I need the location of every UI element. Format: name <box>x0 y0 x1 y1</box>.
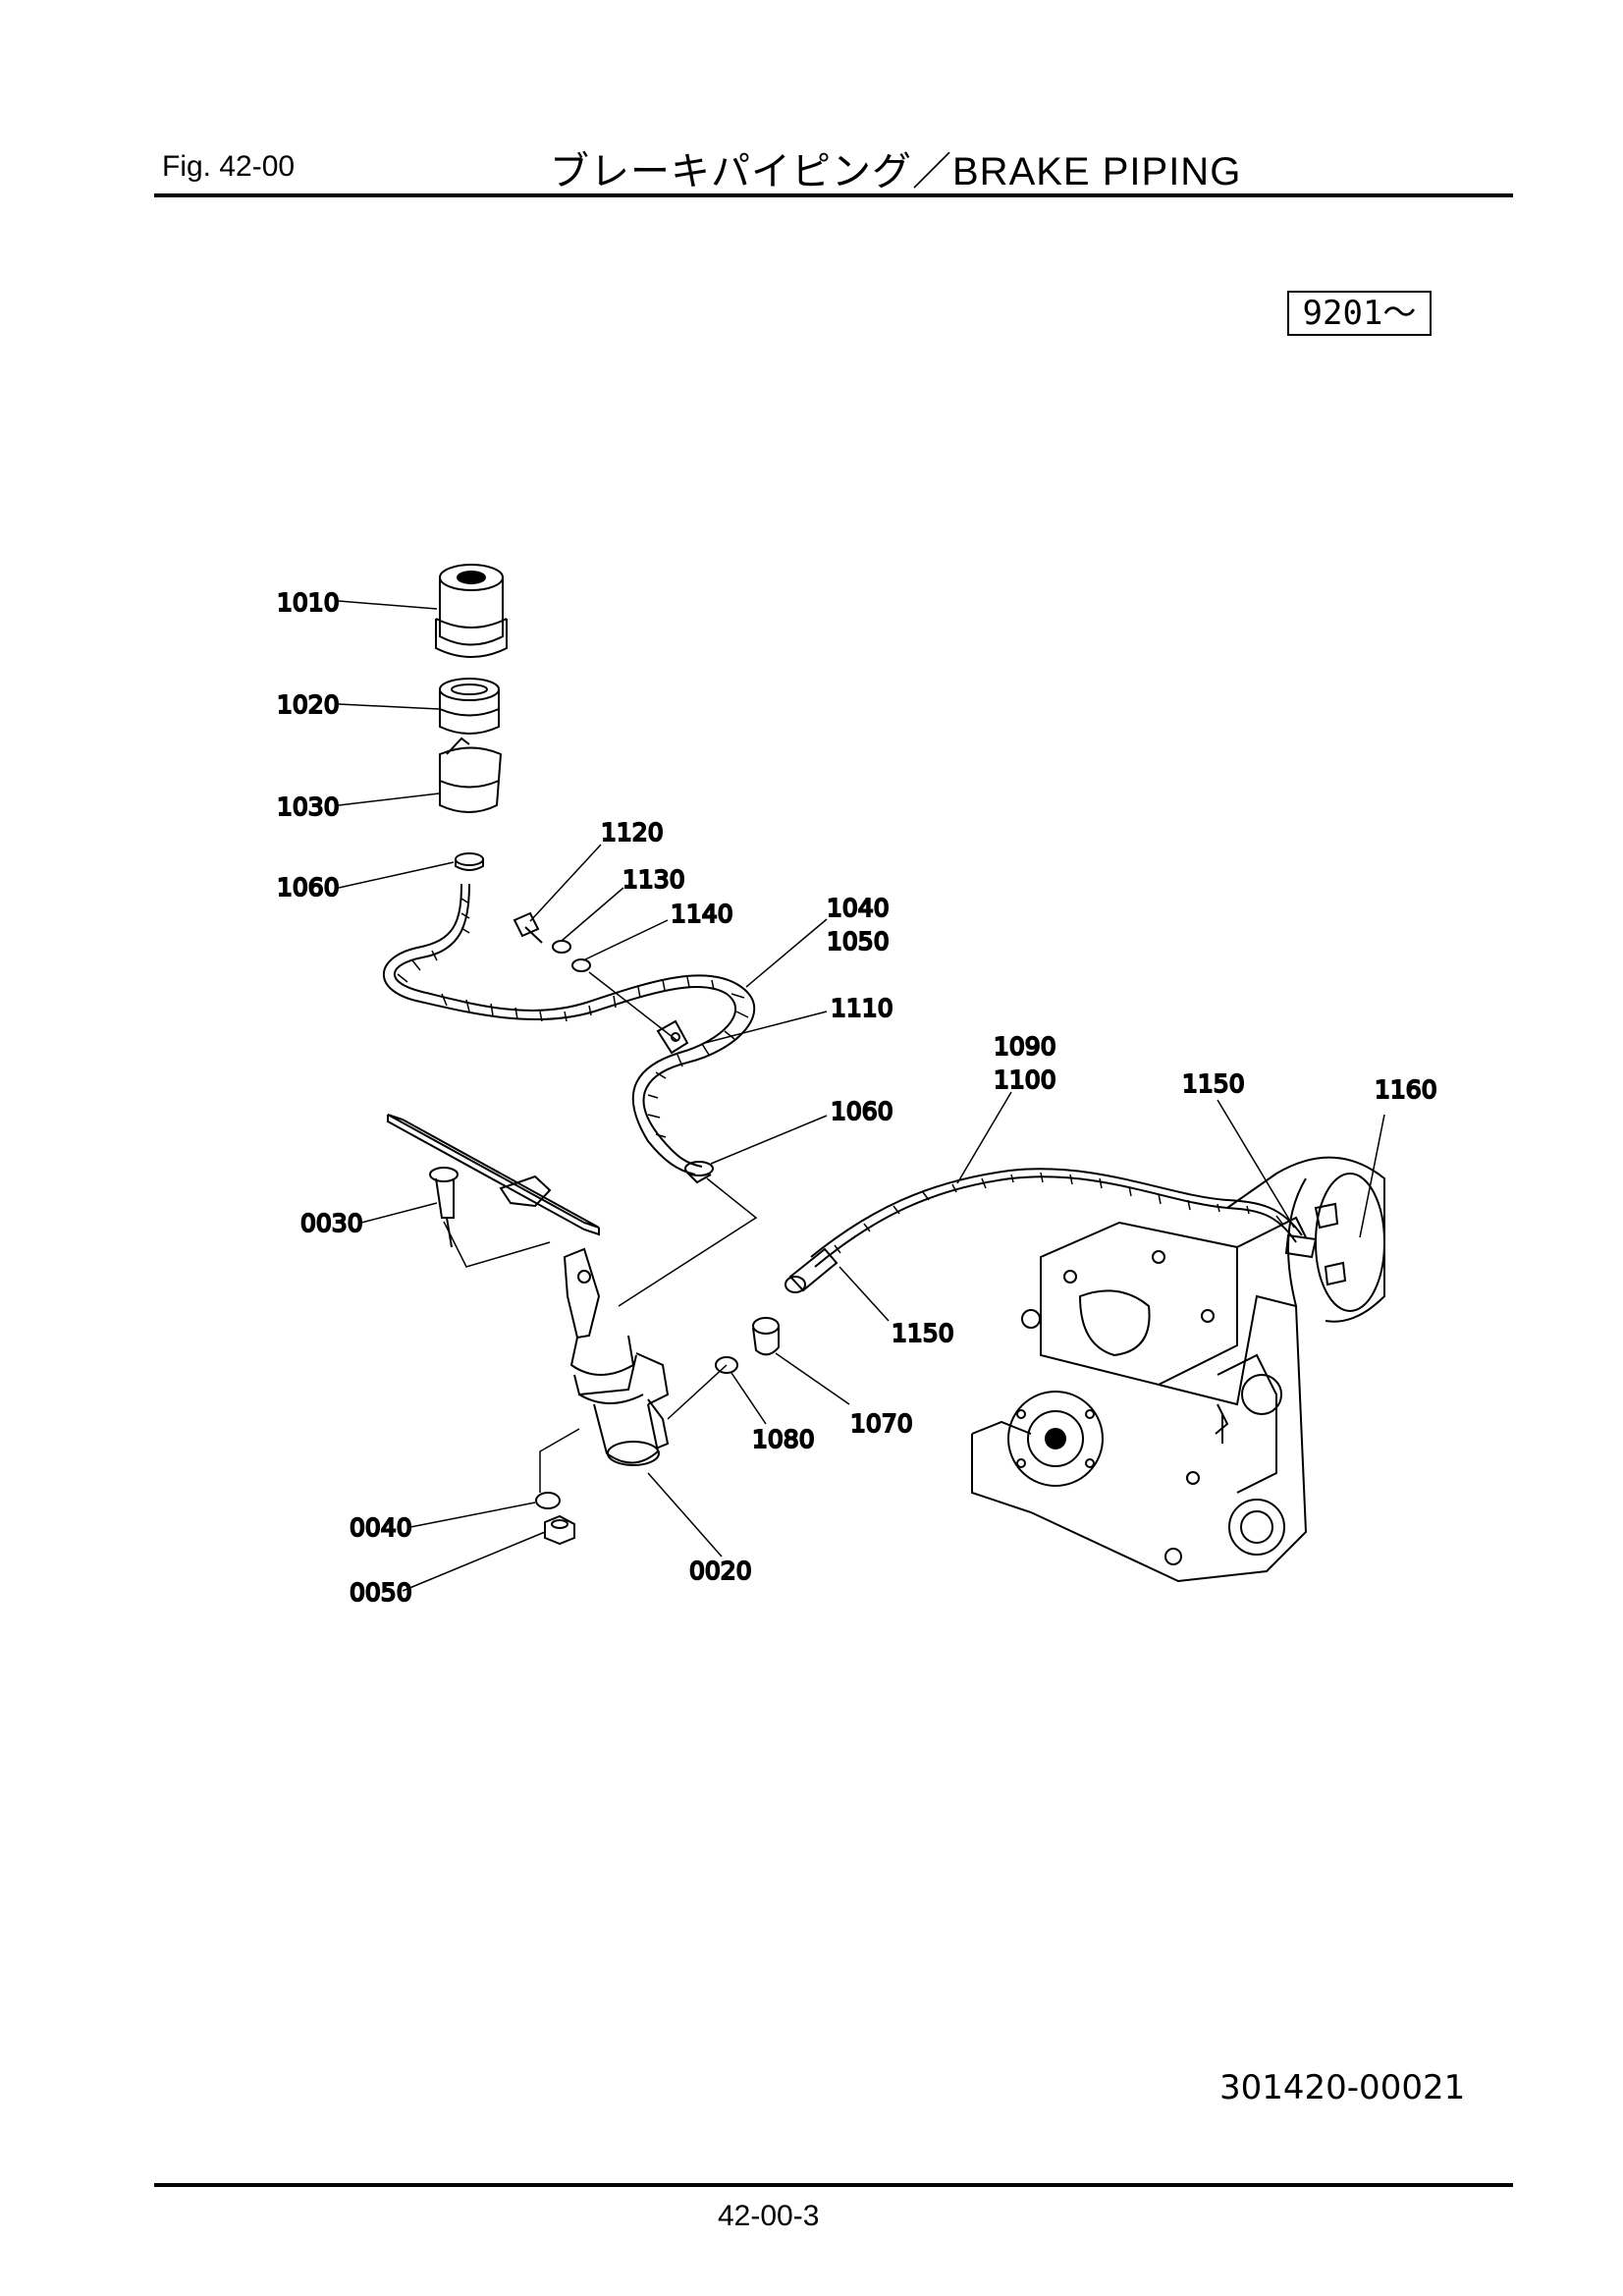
part-label-1160: 1160 <box>1375 1075 1437 1104</box>
washer-0040 <box>535 1492 561 1509</box>
part-label-0040: 0040 <box>350 1513 412 1542</box>
leader-lines <box>338 600 1385 1592</box>
part-label-1150-bottom: 1150 <box>892 1319 954 1347</box>
hose-clamp-1060-upper <box>455 852 484 871</box>
brake-line-1090 <box>810 1168 1303 1268</box>
part-label-0020: 0020 <box>689 1557 752 1585</box>
part-label-0050: 0050 <box>350 1578 412 1607</box>
axle-housing <box>971 1156 1385 1583</box>
footer-rule <box>154 2183 1513 2187</box>
part-label-1010: 1010 <box>277 588 340 617</box>
brake-hose-1040 <box>382 883 756 1175</box>
part-label-1060-lower: 1060 <box>831 1097 893 1125</box>
part-label-1030: 1030 <box>277 793 340 821</box>
part-label-1130: 1130 <box>622 865 685 894</box>
washer-1140 <box>571 958 591 972</box>
serial-range-box: 9201～ <box>1287 291 1432 336</box>
part-label-1090: 1090 <box>994 1032 1056 1061</box>
page-title: ブレーキパイピング／BRAKE PIPING <box>550 150 1242 193</box>
header-rule <box>154 193 1513 197</box>
banjo-fitting-1150-left <box>784 1247 839 1293</box>
banjo-fitting-1150-right <box>1284 1233 1318 1259</box>
hose-clamp-1060-lower <box>684 1161 714 1184</box>
master-cylinder-0020 <box>563 1247 670 1466</box>
part-label-0030: 0030 <box>300 1209 363 1237</box>
reservoir-ring-1020 <box>439 678 500 735</box>
part-label-1120: 1120 <box>601 818 664 847</box>
part-label-1070: 1070 <box>850 1409 913 1438</box>
part-label-1110: 1110 <box>831 994 893 1022</box>
part-label-1100: 1100 <box>994 1066 1056 1094</box>
drawing-number: 301420-00021 <box>1219 2068 1466 2107</box>
part-label-1020: 1020 <box>277 690 340 719</box>
pedal-plate <box>387 1114 600 1236</box>
o-ring-1080 <box>715 1356 738 1374</box>
clevis-pin-0030 <box>429 1167 459 1248</box>
part-label-1060: 1060 <box>277 873 340 902</box>
nut-0050 <box>544 1514 575 1546</box>
bolt-1120 <box>513 911 543 944</box>
page-number: 42-00-3 <box>718 2200 820 2232</box>
washer-1130 <box>552 940 571 954</box>
fitting-1070 <box>752 1317 780 1356</box>
figure-number: Fig. 42-00 <box>162 150 296 183</box>
part-label-1080: 1080 <box>752 1425 815 1453</box>
reservoir-cap-1010 <box>435 564 508 658</box>
part-label-1150-top: 1150 <box>1182 1069 1245 1098</box>
reservoir-bracket-1030 <box>439 737 503 813</box>
part-label-1140: 1140 <box>671 900 733 928</box>
part-label-1050: 1050 <box>827 927 890 956</box>
part-label-1040: 1040 <box>827 894 890 922</box>
